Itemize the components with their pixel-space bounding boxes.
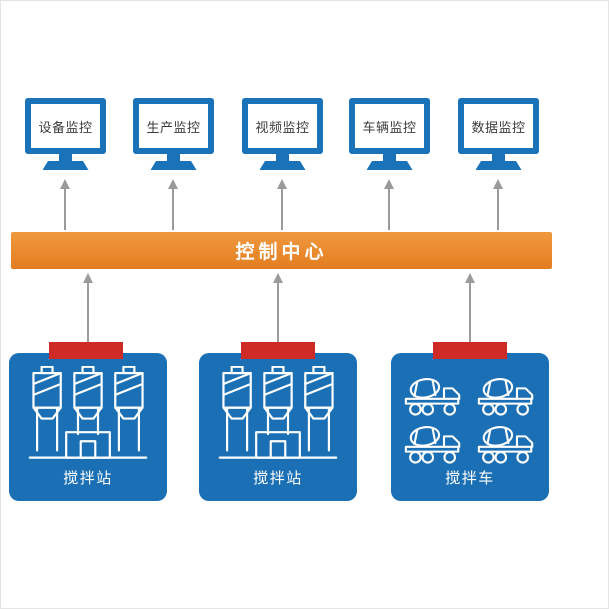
batching-plant-icon — [28, 366, 148, 459]
monitor-screen: 数据监控 — [458, 98, 539, 154]
monitor-label: 车辆监控 — [355, 104, 424, 148]
arrow-up-icon — [492, 179, 503, 230]
monitor-base — [259, 161, 306, 170]
mixer-truck-icon — [477, 426, 534, 464]
truck-grid — [403, 375, 537, 465]
monitor-video: 视频监控 — [242, 98, 323, 170]
monitor-base — [150, 161, 197, 170]
arrow-up-icon — [383, 179, 394, 230]
monitor-screen: 车辆监控 — [349, 98, 430, 154]
arrow-up-icon — [59, 179, 70, 230]
mixer-truck-icon — [477, 378, 534, 416]
connector-tab — [433, 342, 507, 359]
monitor-stand — [492, 154, 505, 161]
arrow-up-icon — [464, 273, 475, 342]
monitor-equipment: 设备监控 — [25, 98, 106, 170]
mixer-truck-icon — [404, 378, 461, 416]
monitor-screen: 设备监控 — [25, 98, 106, 154]
monitor-screen: 生产监控 — [133, 98, 214, 154]
station-label: 搅拌车 — [445, 470, 495, 487]
arrow-up-icon — [276, 179, 287, 230]
monitor-base — [42, 161, 89, 170]
monitor-production: 生产监控 — [133, 98, 214, 170]
connector-tab — [49, 342, 123, 359]
monitor-base — [366, 161, 413, 170]
station-label: 搅拌站 — [253, 470, 303, 487]
station-panel-trucks: 搅拌车 — [391, 353, 549, 501]
monitor-screen: 视频监控 — [242, 98, 323, 154]
arrow-up-icon — [167, 179, 178, 230]
control-center-bar: 控制中心 — [11, 232, 552, 269]
station-panel-mixing-1: 搅拌站 — [9, 353, 167, 501]
station-panel-mixing-2: 搅拌站 — [199, 353, 357, 501]
connector-tab — [241, 342, 315, 359]
monitor-label: 生产监控 — [139, 104, 208, 148]
monitor-stand — [276, 154, 289, 161]
mixer-truck-icon — [404, 426, 461, 464]
monitor-label: 数据监控 — [464, 104, 533, 148]
monitor-data: 数据监控 — [458, 98, 539, 170]
monitor-label: 设备监控 — [31, 104, 100, 148]
arrow-up-icon — [272, 273, 283, 342]
batching-plant-icon — [218, 366, 338, 459]
monitor-label: 视频监控 — [248, 104, 317, 148]
control-center-label: 控制中心 — [235, 242, 328, 263]
monitor-stand — [59, 154, 72, 161]
monitor-vehicle: 车辆监控 — [349, 98, 430, 170]
monitor-stand — [383, 154, 396, 161]
monitor-base — [475, 161, 522, 170]
monitor-stand — [167, 154, 180, 161]
arrow-up-icon — [82, 273, 93, 342]
station-label: 搅拌站 — [63, 470, 113, 487]
